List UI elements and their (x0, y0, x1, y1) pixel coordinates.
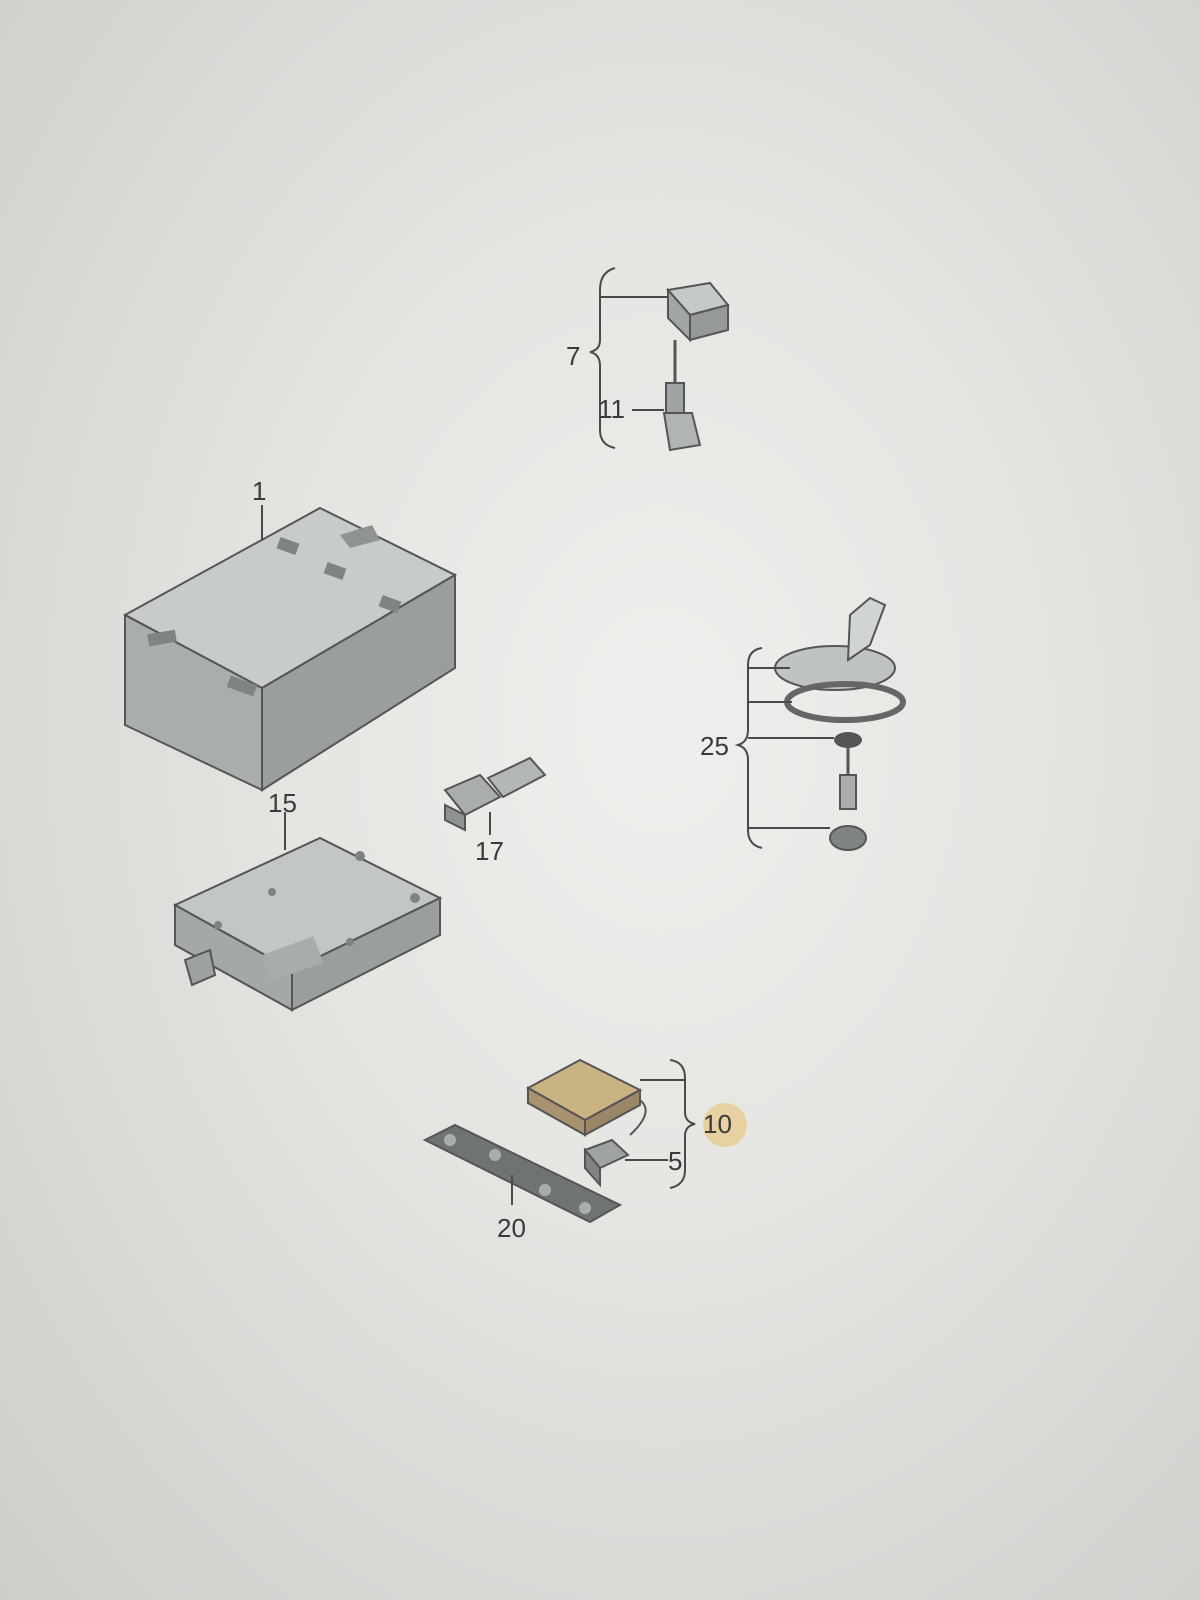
bracket-7 (589, 267, 616, 449)
part-17-bracket[interactable] (443, 756, 547, 832)
bracket-25 (734, 647, 763, 849)
callout-7: 7 (566, 341, 580, 371)
bracket-10 (669, 1059, 696, 1189)
callout-11: 11 (598, 394, 625, 424)
callout-10: 10 (703, 1109, 732, 1139)
part-5-connector[interactable] (583, 1138, 630, 1188)
part-1-control-unit[interactable] (122, 506, 458, 792)
part-7-antenna-module[interactable] (666, 281, 730, 385)
part-10-sensor-pad[interactable] (525, 1058, 647, 1137)
callout-10-highlight (703, 1103, 747, 1147)
part-25-roof-antenna[interactable] (774, 596, 906, 851)
callout-15: 15 (268, 788, 297, 818)
part-11-connector[interactable] (662, 382, 702, 452)
callout-17: 17 (475, 836, 504, 866)
callout-25: 25 (700, 731, 729, 761)
callout-1: 1 (252, 476, 266, 506)
part-15-module[interactable] (172, 836, 443, 1012)
callout-20: 20 (497, 1213, 526, 1243)
part-20-mounting-plate[interactable] (422, 1123, 623, 1224)
callout-5: 5 (668, 1146, 682, 1176)
